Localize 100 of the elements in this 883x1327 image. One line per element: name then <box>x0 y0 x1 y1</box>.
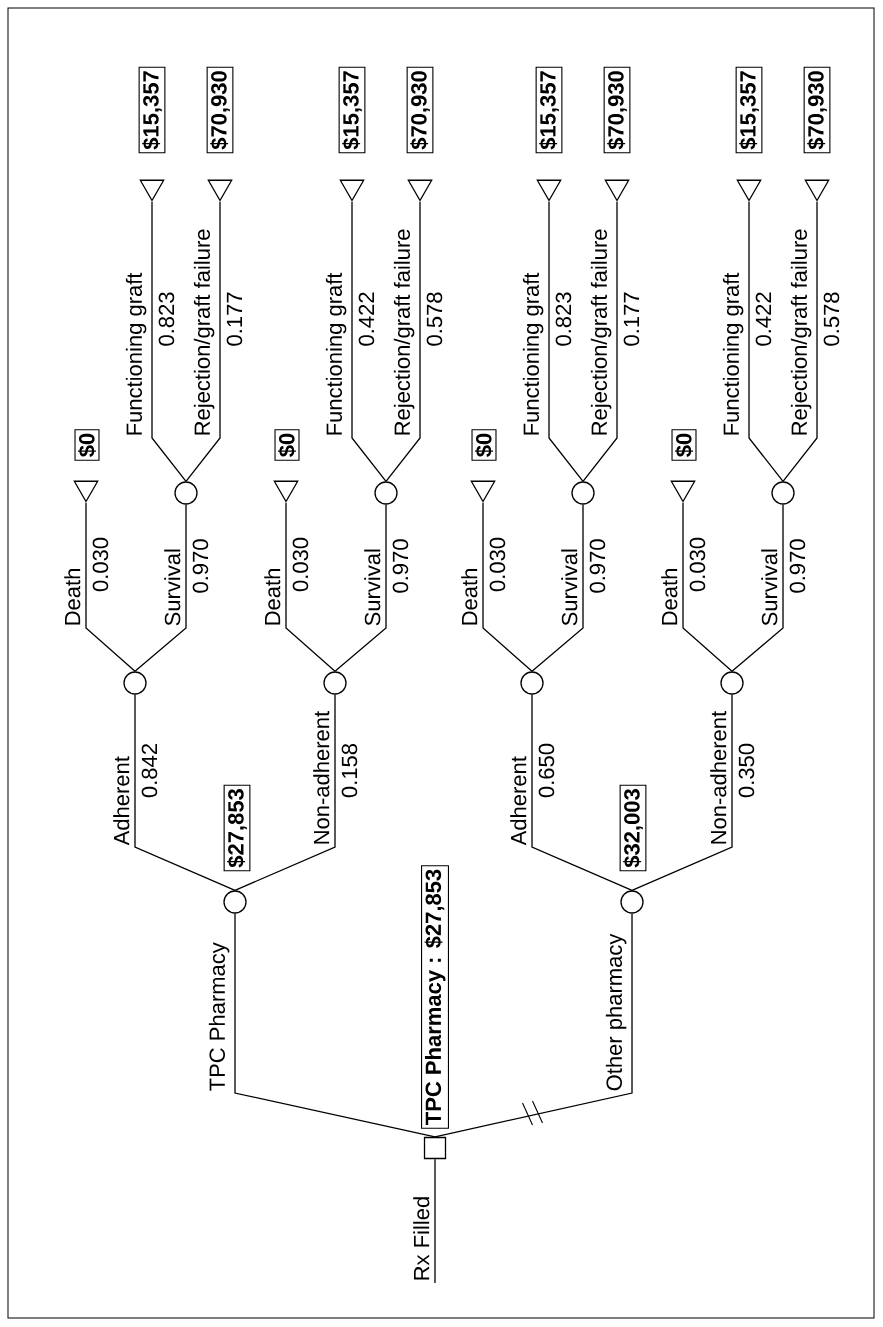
probability-label: 0.177 <box>623 292 640 346</box>
branch-label: Survival <box>164 549 181 626</box>
branch-line <box>385 201 421 482</box>
branch-label: Rejection/graft failure <box>393 229 415 435</box>
branch-line <box>285 502 336 672</box>
branch-label: Rejection/graft failure <box>790 229 812 435</box>
branch-line <box>234 913 436 1138</box>
terminal-node <box>604 179 630 202</box>
probability-label: 0.030 <box>292 537 309 592</box>
branch-label: Non-adherent <box>313 711 330 844</box>
value-box: $15,357 <box>138 66 166 154</box>
chance-node <box>323 671 347 695</box>
value-box: $70,930 <box>803 66 831 154</box>
value-box: $0 <box>471 429 497 461</box>
branch-line <box>351 201 387 482</box>
value-box: $15,357 <box>735 66 763 154</box>
branch-line <box>185 201 221 482</box>
terminal-node <box>207 179 233 202</box>
branch-line <box>531 504 584 672</box>
probability-label: 0.350 <box>738 743 755 798</box>
branch-line <box>151 201 187 482</box>
value-box: $15,357 <box>535 66 563 154</box>
chance-node <box>223 890 247 914</box>
branch-label: Death <box>461 569 478 625</box>
decision-node <box>423 1136 447 1160</box>
terminal-node <box>736 179 762 202</box>
probability-label: 0.970 <box>392 539 409 593</box>
branch-label: Functioning graft <box>125 272 147 435</box>
probability-label: 0.030 <box>489 537 506 592</box>
branch-line <box>531 694 633 891</box>
chance-node <box>123 671 147 695</box>
chance-node <box>520 671 544 695</box>
branch-line <box>548 201 584 482</box>
probability-label: 0.970 <box>789 539 806 593</box>
branch-line <box>682 502 733 672</box>
branch-line <box>731 504 784 672</box>
probability-label: 0.030 <box>92 537 109 592</box>
branch-label: Other pharmacy <box>605 933 627 1091</box>
branch-label: Death <box>64 569 81 625</box>
branch-label: Rejection/graft failure <box>590 229 612 435</box>
terminal-node <box>339 179 365 202</box>
probability-label: 0.970 <box>192 539 209 593</box>
value-box: $15,357 <box>338 66 366 154</box>
chance-node <box>720 671 744 695</box>
terminal-node <box>407 179 433 202</box>
terminal-node <box>470 480 496 503</box>
probability-label: 0.030 <box>689 537 706 592</box>
branch-line <box>748 201 784 482</box>
value-box: TPC Pharmacy : $27,853 <box>421 865 449 1129</box>
branch-line <box>582 201 618 482</box>
branch-label: Non-adherent <box>710 711 727 844</box>
branch-label: Functioning graft <box>522 272 544 435</box>
probability-label: 0.158 <box>341 743 358 798</box>
terminal-node <box>536 179 562 202</box>
chance-node <box>571 481 595 505</box>
branch-label: Rx Filled <box>413 1197 430 1280</box>
probability-label: 0.578 <box>426 292 443 346</box>
probability-label: 0.650 <box>538 743 555 798</box>
value-box: $27,853 <box>223 784 251 872</box>
branch-line <box>782 201 818 482</box>
probability-label: 0.422 <box>755 292 772 346</box>
branch-line <box>234 694 336 891</box>
branch-line <box>134 694 236 891</box>
probability-label: 0.842 <box>141 744 158 798</box>
value-box: $70,930 <box>406 66 434 154</box>
branch-label: Functioning graft <box>325 272 347 435</box>
branch-label: Survival <box>761 549 778 626</box>
branch-label: Rejection/graft failure <box>193 229 215 435</box>
branch-line <box>631 694 733 891</box>
branch-label: Adherent <box>113 756 130 846</box>
branch-line <box>482 502 533 672</box>
probability-label: 0.422 <box>358 292 375 346</box>
terminal-node <box>804 179 830 202</box>
branch-line <box>134 504 187 672</box>
branch-label: Survival <box>364 549 381 626</box>
chance-node <box>374 481 398 505</box>
chance-node <box>174 481 198 505</box>
value-box: $70,930 <box>206 66 234 154</box>
value-box: $0 <box>274 429 300 461</box>
branch-label: TPC Pharmacy <box>208 942 230 1091</box>
branch-line <box>85 502 136 672</box>
probability-label: 0.177 <box>226 292 243 346</box>
branch-label: Adherent <box>510 756 527 846</box>
branch-label: Survival <box>561 549 578 626</box>
value-box: $70,930 <box>603 66 631 154</box>
terminal-node <box>273 480 299 503</box>
value-box: $32,003 <box>619 784 647 872</box>
branch-line <box>334 504 387 672</box>
branch-line <box>434 1158 436 1284</box>
value-box: $0 <box>671 429 697 461</box>
terminal-node <box>670 480 696 503</box>
terminal-node <box>139 179 165 202</box>
probability-label: 0.823 <box>158 292 175 346</box>
branch-label: Functioning graft <box>722 272 744 435</box>
probability-label: 0.578 <box>823 292 840 346</box>
terminal-node <box>73 480 99 503</box>
chance-node <box>620 890 644 914</box>
branch-label: Death <box>661 569 678 625</box>
branch-label: Death <box>264 569 281 625</box>
probability-label: 0.970 <box>589 539 606 593</box>
